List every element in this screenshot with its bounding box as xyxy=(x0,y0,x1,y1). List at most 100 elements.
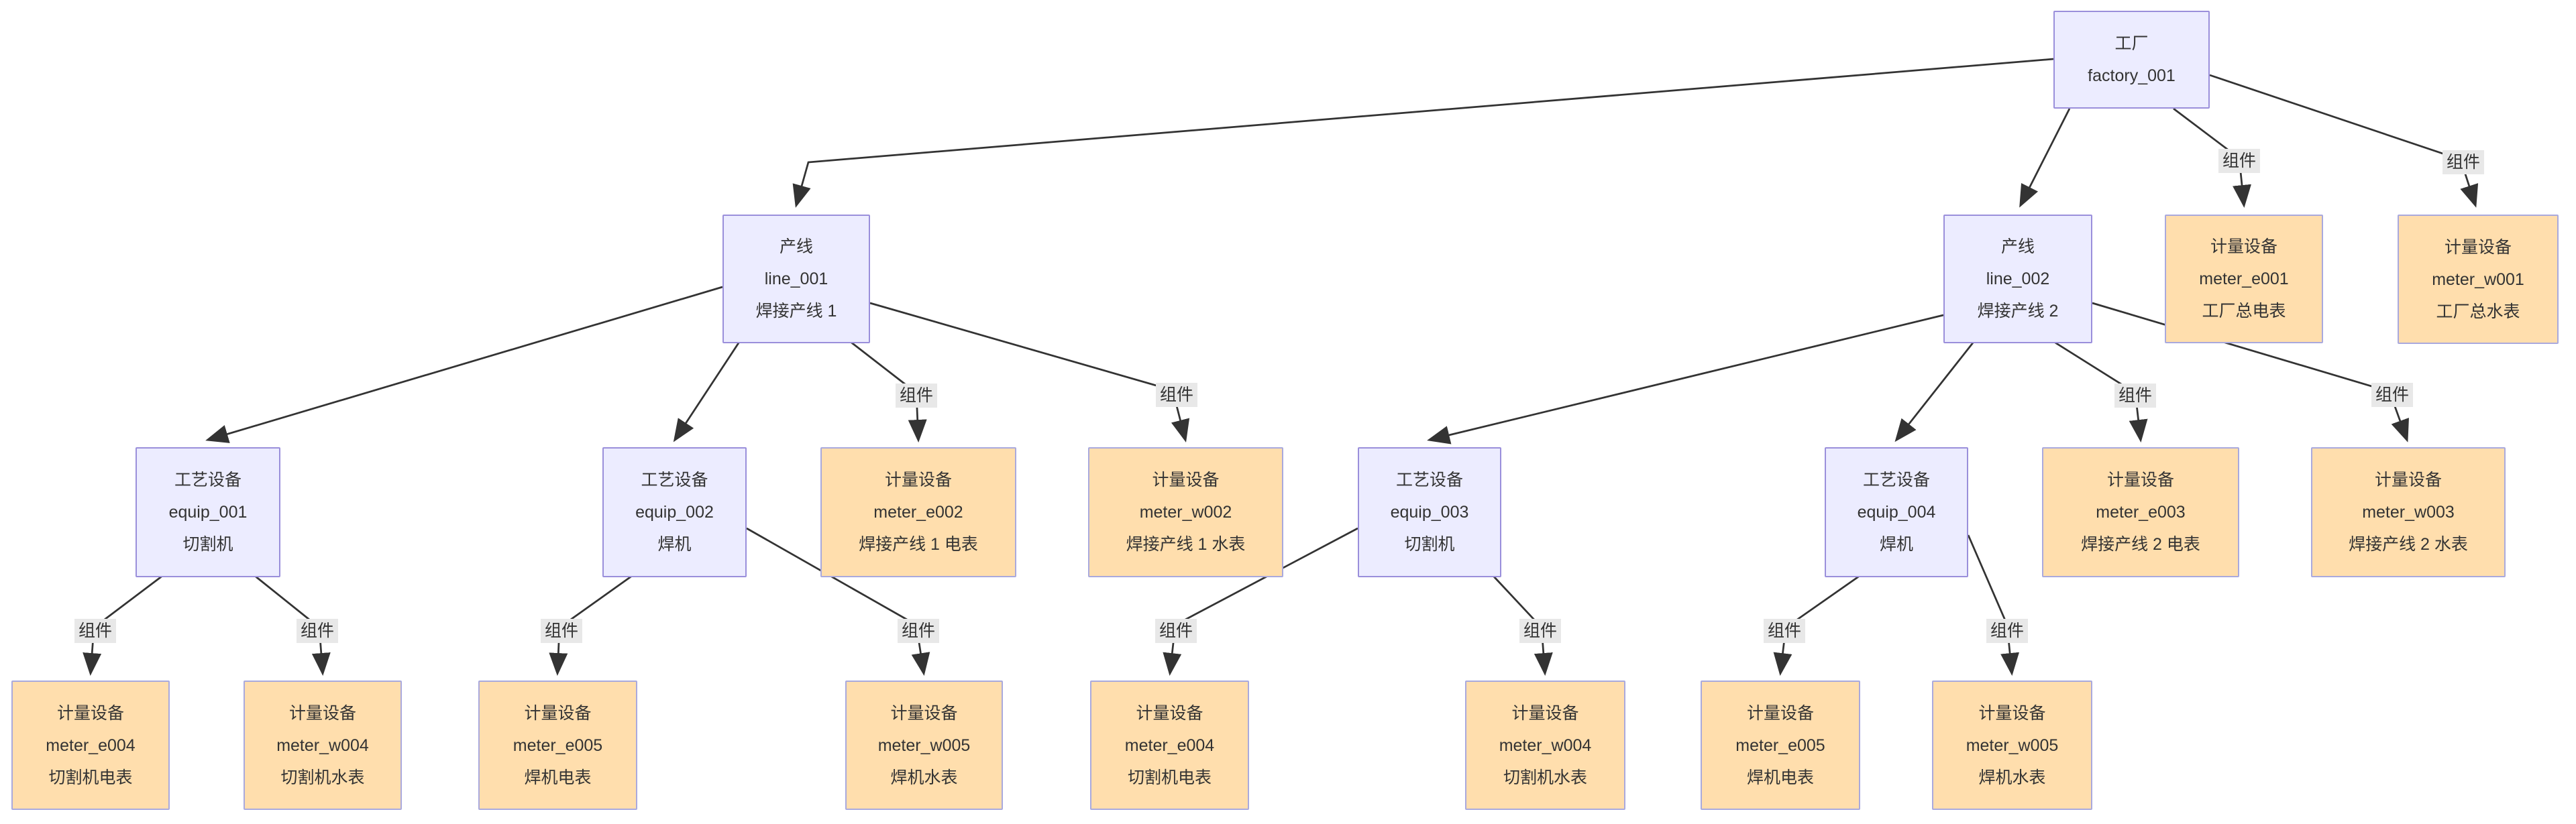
node-meter_e004_a: 计量设备 meter_e004 切割机电表 xyxy=(11,681,170,810)
edge-line_002-equip_004 xyxy=(1894,341,1975,443)
node-factory-line-1: factory_001 xyxy=(2088,66,2176,85)
node-meter_e005_a-line-0: 计量设备 xyxy=(524,703,592,723)
edge-label-equip_002-meter_w005_a: 组件 xyxy=(897,619,940,643)
node-meter_w004_b-line-2: 切割机水表 xyxy=(1503,768,1587,787)
node-meter_w004_a-line-1: meter_w004 xyxy=(276,735,369,755)
node-meter_w001: 计量设备 meter_w001 工厂总水表 xyxy=(2398,215,2559,344)
node-meter_e001-line-0: 计量设备 xyxy=(2210,237,2277,256)
node-meter_e005_a-line-2: 焊机电表 xyxy=(524,768,592,787)
edge-label-equip_002-meter_e005_a: 组件 xyxy=(540,619,583,643)
node-meter_w003-line-1: meter_w003 xyxy=(2362,503,2455,522)
edge-factory-line_001 xyxy=(792,58,2054,208)
node-equip_004-line-1: equip_004 xyxy=(1857,503,1936,522)
node-line_002-line-1: line_002 xyxy=(1986,270,2050,288)
edge-label-line_001-meter_e002: 组件 xyxy=(895,384,938,408)
node-meter_w004_b-line-0: 计量设备 xyxy=(1511,703,1579,723)
node-meter_e005_a: 计量设备 meter_e005 焊机电表 xyxy=(478,681,637,810)
edge-equip_004-meter_w005_b xyxy=(1967,534,2020,676)
node-factory: 工厂 factory_001 xyxy=(2053,11,2210,109)
node-meter_w005_a: 计量设备 meter_w005 焊机水表 xyxy=(845,681,1003,810)
node-meter_e004_b: 计量设备 meter_e004 切割机电表 xyxy=(1090,681,1249,810)
node-meter_e003-line-2: 焊接产线 2 电表 xyxy=(2081,535,2200,554)
node-meter_e002: 计量设备 meter_e002 焊接产线 1 电表 xyxy=(820,447,1016,577)
node-meter_w002-line-0: 计量设备 xyxy=(1152,471,1220,489)
edge-label-line_001-meter_w002: 组件 xyxy=(1155,383,1198,407)
node-meter_e001-line-2: 工厂总电表 xyxy=(2202,302,2286,320)
node-meter_e004_a-line-0: 计量设备 xyxy=(56,703,124,723)
node-meter_e004_b-line-1: meter_e004 xyxy=(1124,735,1215,755)
node-meter_w003: 计量设备 meter_w003 焊接产线 2 水表 xyxy=(2311,447,2506,577)
node-equip_003-line-1: equip_003 xyxy=(1390,503,1469,522)
edge-label-line_002-meter_e003: 组件 xyxy=(2114,384,2157,408)
node-meter_e004_b-line-2: 切割机电表 xyxy=(1127,768,1212,787)
edge-line_001-equip_001 xyxy=(205,286,723,443)
node-meter_e005_b-line-0: 计量设备 xyxy=(1746,703,1814,723)
node-meter_e004_a-line-2: 切割机电表 xyxy=(48,768,133,787)
node-meter_w005_b-line-2: 焊机水表 xyxy=(1978,768,2046,787)
node-meter_e005_a-line-1: meter_e005 xyxy=(513,735,603,755)
node-factory-line-0: 工厂 xyxy=(2114,34,2149,53)
node-equip_004: 工艺设备 equip_004 焊机 xyxy=(1825,447,1968,577)
node-meter_w005_a-line-1: meter_w005 xyxy=(877,735,971,755)
node-meter_e001-line-1: meter_e001 xyxy=(2199,270,2289,288)
edge-label-factory-meter_e001: 组件 xyxy=(2218,149,2261,173)
node-equip_003-line-2: 切割机 xyxy=(1404,535,1455,554)
node-line_001-line-2: 焊接产线 1 xyxy=(755,302,837,320)
node-equip_001: 工艺设备 equip_001 切割机 xyxy=(136,447,280,577)
node-line_001: 产线 line_001 焊接产线 1 xyxy=(722,215,870,343)
edge-label-equip_001-meter_e004_a: 组件 xyxy=(74,619,117,643)
edge-label-equip_003-meter_e004_b: 组件 xyxy=(1155,619,1197,643)
node-equip_002: 工艺设备 equip_002 焊机 xyxy=(602,447,747,577)
node-line_002-line-2: 焊接产线 2 xyxy=(1977,302,2059,320)
node-meter_w001-line-2: 工厂总水表 xyxy=(2436,302,2520,321)
node-meter_e002-line-1: meter_e002 xyxy=(873,503,963,522)
node-meter_w005_a-line-0: 计量设备 xyxy=(890,703,958,723)
edge-line_001-equip_002 xyxy=(673,341,741,443)
node-equip_002-line-2: 焊机 xyxy=(657,535,692,554)
node-meter_w003-line-0: 计量设备 xyxy=(2374,471,2442,489)
node-meter_w005_a-line-2: 焊机水表 xyxy=(890,768,958,787)
node-equip_001-line-2: 切割机 xyxy=(182,535,233,554)
edge-label-equip_003-meter_w004_b: 组件 xyxy=(1519,619,1562,643)
node-meter_w001-line-0: 计量设备 xyxy=(2444,237,2512,257)
node-meter_w004_a-line-0: 计量设备 xyxy=(288,703,356,723)
node-meter_e002-line-0: 计量设备 xyxy=(884,471,952,489)
edge-label-equip_001-meter_w004_a: 组件 xyxy=(296,619,339,643)
edge-line_002-equip_003 xyxy=(1427,314,1944,445)
edge-label-factory-meter_w001: 组件 xyxy=(2442,150,2485,174)
node-equip_004-line-0: 工艺设备 xyxy=(1862,471,1930,489)
node-line_001-line-1: line_001 xyxy=(764,270,828,288)
edge-label-equip_004-meter_e005_b: 组件 xyxy=(1763,619,1806,643)
node-meter_w004_b-line-1: meter_w004 xyxy=(1499,735,1592,755)
node-meter_w001-line-1: meter_w001 xyxy=(2432,270,2524,289)
node-meter_e002-line-2: 焊接产线 1 电表 xyxy=(859,535,978,554)
node-meter_w004_b: 计量设备 meter_w004 切割机水表 xyxy=(1465,681,1625,810)
node-meter_e004_b-line-0: 计量设备 xyxy=(1136,703,1203,723)
node-meter_e005_b-line-2: 焊机电表 xyxy=(1746,768,1814,787)
node-meter_e004_a-line-1: meter_e004 xyxy=(46,735,136,755)
edge-factory-meter_w001 xyxy=(2209,74,2479,208)
node-meter_e001: 计量设备 meter_e001 工厂总电表 xyxy=(2165,215,2323,343)
edge-label-line_002-meter_w003: 组件 xyxy=(2371,383,2414,407)
node-equip_002-line-0: 工艺设备 xyxy=(641,471,708,489)
edge-label-equip_004-meter_w005_b: 组件 xyxy=(1986,619,2029,643)
node-meter_e005_b: 计量设备 meter_e005 焊机电表 xyxy=(1701,681,1860,810)
node-meter_e003: 计量设备 meter_e003 焊接产线 2 电表 xyxy=(2042,447,2239,577)
node-meter_e005_b-line-1: meter_e005 xyxy=(1735,735,1825,755)
edge-factory-line_002 xyxy=(2019,108,2071,208)
node-meter_e003-line-1: meter_e003 xyxy=(2096,503,2186,522)
node-equip_002-line-1: equip_002 xyxy=(635,503,714,522)
node-meter_w003-line-2: 焊接产线 2 水表 xyxy=(2349,535,2468,554)
node-equip_004-line-2: 焊机 xyxy=(1879,535,1913,554)
node-meter_w002-line-2: 焊接产线 1 水表 xyxy=(1126,535,1246,554)
node-equip_001-line-1: equip_001 xyxy=(168,503,248,522)
node-line_001-line-0: 产线 xyxy=(779,237,813,256)
node-meter_e003-line-0: 计量设备 xyxy=(2106,471,2174,489)
node-meter_w002-line-1: meter_w002 xyxy=(1139,503,1232,522)
node-equip_001-line-0: 工艺设备 xyxy=(174,471,241,489)
